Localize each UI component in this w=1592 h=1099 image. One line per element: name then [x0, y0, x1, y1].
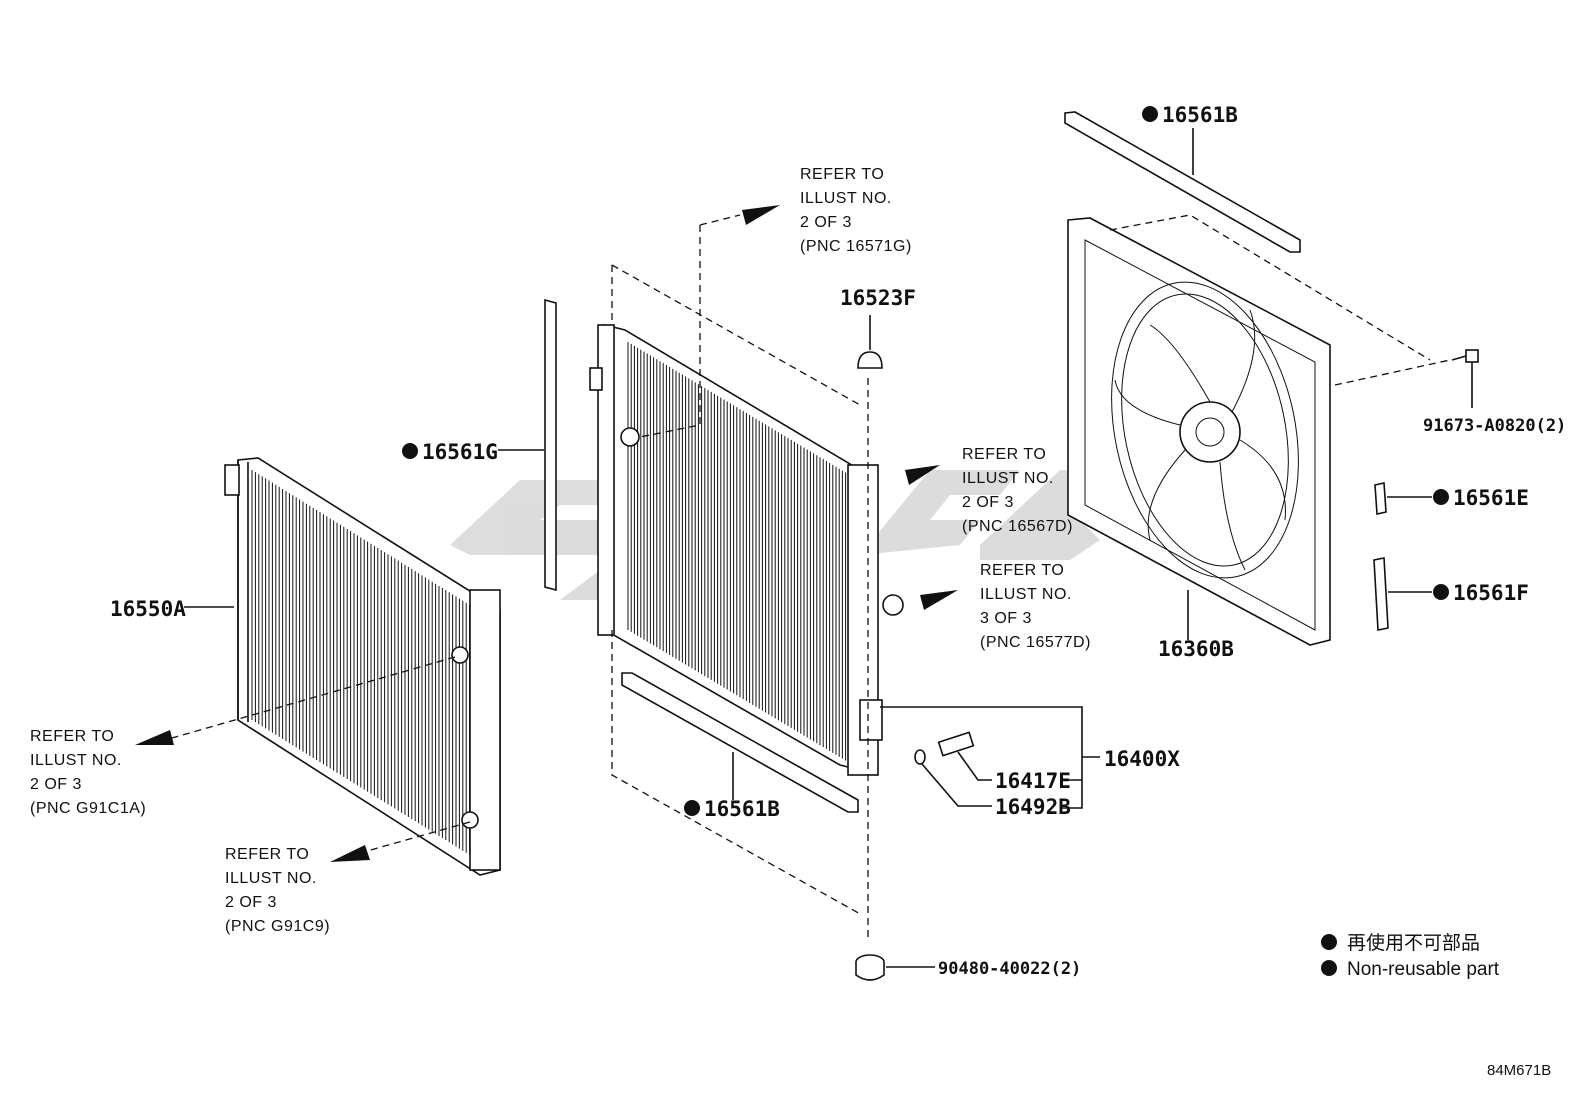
svg-text:(PNC G91C1A): (PNC G91C1A) [30, 800, 146, 817]
svg-text:REFER TO: REFER TO [980, 562, 1064, 579]
svg-text:3 OF 3: 3 OF 3 [980, 610, 1032, 627]
seal-strip-16561B-bottom[interactable] [621, 672, 859, 813]
cap-16523F[interactable] [857, 351, 883, 369]
dashed-guide [639, 225, 701, 438]
condenser-16550A[interactable] [224, 457, 501, 876]
o-ring-16492B[interactable] [914, 749, 926, 765]
part-number-16561E[interactable]: 16561E [1453, 486, 1529, 510]
radiator-assembly[interactable] [589, 323, 904, 776]
dashed-guide [1334, 359, 1451, 386]
non-reusable-dot-icon [1321, 960, 1337, 976]
part-number-16492B[interactable]: 16492B [995, 795, 1071, 819]
non-reusable-dot-icon [1142, 106, 1158, 122]
svg-text:ILLUST NO.: ILLUST NO. [980, 586, 1072, 603]
legend-text-en: Non-reusable part [1347, 959, 1500, 980]
part-number-16561B-bottom[interactable]: 16561B [704, 797, 780, 821]
svg-text:(PNC 16571G): (PNC 16571G) [800, 238, 912, 255]
refer-note-r1[interactable]: REFER TO ILLUST NO. 2 OF 3 (PNC 16571G) [800, 166, 912, 255]
fan-shroud-16360B[interactable] [1067, 217, 1331, 646]
svg-text:REFER TO: REFER TO [225, 846, 309, 863]
part-number-16561B-top[interactable]: 16561B [1162, 103, 1238, 127]
legend: 再使用不可部品 Non-reusable part [1321, 932, 1500, 980]
dashed-guide [699, 214, 741, 226]
leader-16417E [957, 751, 992, 781]
part-number-91673-A0820[interactable]: 91673-A0820(2) [1423, 416, 1566, 436]
svg-text:2 OF 3: 2 OF 3 [800, 214, 852, 231]
dashed-guide [1109, 214, 1431, 361]
arrow-r2 [905, 465, 940, 485]
refer-note-r3[interactable]: REFER TO ILLUST NO. 3 OF 3 (PNC 16577D) [980, 562, 1091, 651]
leader-16492B [921, 763, 992, 807]
seal-strip-16561G[interactable] [544, 298, 557, 592]
non-reusable-dot-icon [1321, 934, 1337, 950]
svg-text:ILLUST NO.: ILLUST NO. [962, 470, 1054, 487]
svg-text:ILLUST NO.: ILLUST NO. [800, 190, 892, 207]
dashed-guide [611, 630, 863, 916]
arrow-r4 [135, 730, 174, 745]
non-reusable-dot-icon [1433, 489, 1449, 505]
arrow-r3 [920, 590, 958, 610]
svg-text:(PNC 16577D): (PNC 16577D) [980, 634, 1091, 651]
part-number-16360B[interactable]: 16360B [1158, 637, 1234, 661]
grommet-90480-40022[interactable] [855, 954, 885, 981]
svg-text:2 OF 3: 2 OF 3 [225, 894, 277, 911]
part-number-16561G[interactable]: 16561G [422, 440, 498, 464]
arrow-r5 [330, 845, 370, 862]
bolt-91673-A0820[interactable] [1451, 349, 1479, 363]
arrow-r1 [742, 205, 780, 225]
svg-text:REFER TO: REFER TO [962, 446, 1046, 463]
part-number-16417E[interactable]: 16417E [995, 769, 1071, 793]
refer-note-r2[interactable]: REFER TO ILLUST NO. 2 OF 3 (PNC 16567D) [962, 446, 1073, 535]
svg-text:(PNC 16567D): (PNC 16567D) [962, 518, 1073, 535]
legend-text-jp: 再使用不可部品 [1347, 932, 1480, 954]
part-number-16400X[interactable]: 16400X [1104, 747, 1180, 771]
refer-note-r4[interactable]: REFER TO ILLUST NO. 2 OF 3 (PNC G91C1A) [30, 728, 146, 817]
svg-text:(PNC G91C9): (PNC G91C9) [225, 918, 330, 935]
non-reusable-dot-icon [684, 800, 700, 816]
svg-text:REFER TO: REFER TO [800, 166, 884, 183]
seal-16561F[interactable] [1373, 557, 1389, 631]
drain-cock-16417E[interactable] [937, 731, 975, 757]
part-number-16523F[interactable]: 16523F [840, 286, 916, 310]
svg-text:ILLUST NO.: ILLUST NO. [30, 752, 122, 769]
svg-text:REFER TO: REFER TO [30, 728, 114, 745]
refer-note-r5[interactable]: REFER TO ILLUST NO. 2 OF 3 (PNC G91C9) [225, 846, 330, 935]
part-number-90480-40022[interactable]: 90480-40022(2) [938, 959, 1081, 979]
seal-strip-16561B-top[interactable] [1064, 111, 1301, 253]
non-reusable-dot-icon [1433, 584, 1449, 600]
part-number-16550A[interactable]: 16550A [110, 597, 186, 621]
svg-text:ILLUST NO.: ILLUST NO. [225, 870, 317, 887]
diagram-code: 84M671B [1487, 1062, 1551, 1079]
part-number-16561F[interactable]: 16561F [1453, 581, 1529, 605]
non-reusable-dot-icon [402, 443, 418, 459]
seal-16561E[interactable] [1374, 482, 1387, 515]
dashed-guide [164, 656, 456, 741]
svg-text:2 OF 3: 2 OF 3 [30, 776, 82, 793]
svg-text:2 OF 3: 2 OF 3 [962, 494, 1014, 511]
